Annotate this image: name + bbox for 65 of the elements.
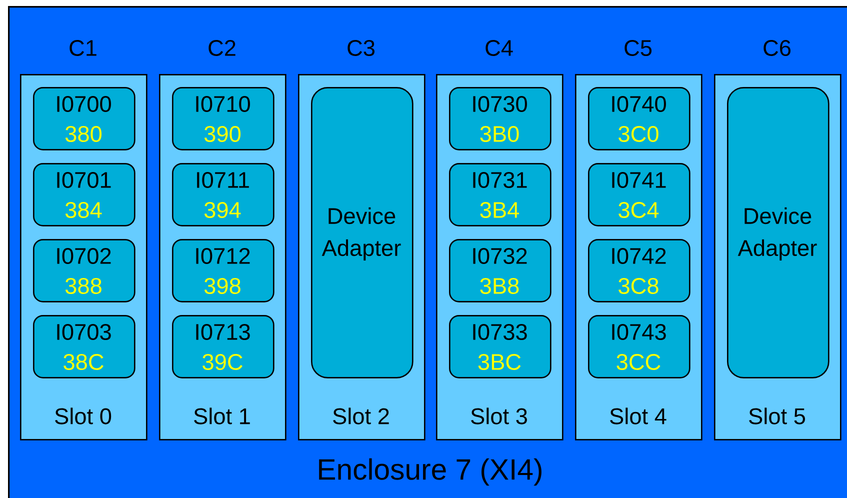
device-id: I0701	[57, 172, 111, 188]
device-id: I0731	[473, 172, 527, 188]
device-box	[588, 238, 690, 302]
address-label: 3C0	[618, 126, 658, 142]
device-box	[588, 163, 690, 226]
slot-label: Slot 3	[471, 408, 527, 424]
slot-label: Slot 0	[55, 408, 112, 424]
device-box	[172, 87, 274, 150]
device-box	[172, 315, 274, 378]
slot-label: Slot 4	[610, 408, 666, 424]
device-id: I0713	[196, 324, 250, 340]
device-id: I0710	[196, 96, 250, 112]
address-label: 3B4	[480, 202, 519, 218]
device-box	[33, 163, 136, 226]
address-label: 3CC	[616, 354, 660, 370]
device-box	[588, 315, 690, 378]
column-label: C4	[486, 40, 513, 56]
adapter-label: Device Adapter	[322, 207, 401, 261]
slot-label: Slot 5	[749, 408, 805, 424]
device-box	[449, 163, 552, 226]
device-box	[33, 87, 136, 150]
address-label: 3C4	[618, 202, 659, 218]
device-id: I0741	[612, 172, 666, 188]
device-id: I0742	[612, 248, 666, 264]
device-box	[172, 163, 274, 226]
device-box	[588, 87, 690, 150]
device-box	[449, 87, 552, 150]
address-label: 398	[204, 278, 240, 294]
address-label: 388	[65, 278, 102, 294]
device-id: I0743	[612, 324, 666, 340]
address-label: 384	[65, 202, 102, 218]
device-id: I0733	[473, 324, 527, 340]
column-label: C6	[764, 40, 790, 56]
address-label: 3BC	[478, 354, 521, 370]
device-box	[449, 238, 552, 302]
address-label: 38C	[64, 354, 104, 370]
address-label: 3B0	[480, 126, 519, 142]
slot-label: Slot 1	[194, 408, 250, 424]
column-label: C1	[70, 40, 96, 56]
device-id: I0711	[197, 172, 249, 188]
adapter-box	[727, 87, 830, 378]
device-box	[172, 238, 274, 302]
column-label: C2	[208, 40, 236, 56]
address-label: 394	[204, 202, 241, 218]
device-id: I0700	[57, 96, 111, 112]
address-label: 3C8	[618, 278, 658, 294]
adapter-label: Device Adapter	[738, 207, 817, 261]
adapter-box	[311, 87, 414, 378]
device-box	[33, 238, 136, 302]
address-label: 39C	[202, 354, 242, 370]
address-label: 380	[65, 126, 102, 142]
column-label: C3	[348, 40, 374, 56]
device-id: I0740	[612, 96, 666, 112]
enclosure-label: Enclosure 7 (XI4)	[319, 458, 542, 486]
slot-label: Slot 2	[333, 408, 389, 424]
device-box	[33, 315, 136, 378]
device-id: I0730	[473, 96, 527, 112]
device-id: I0732	[473, 248, 527, 264]
address-label: 390	[204, 126, 241, 142]
device-id: I0702	[57, 248, 111, 264]
column-label: C5	[624, 40, 652, 56]
device-id: I0712	[196, 248, 250, 264]
device-box	[449, 315, 552, 378]
device-id: I0703	[57, 324, 111, 340]
address-label: 3B8	[480, 278, 519, 294]
